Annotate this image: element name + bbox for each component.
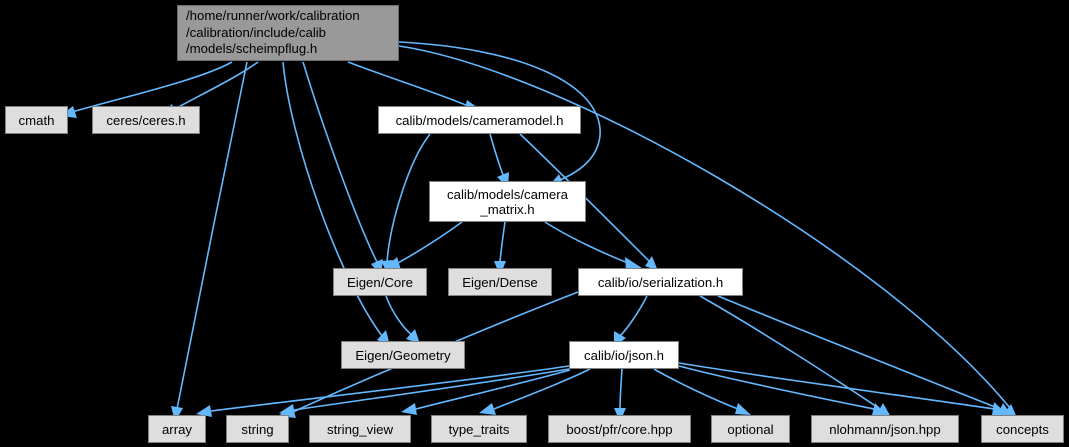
node-calib-io-serialization-h[interactable]: calib/io/serialization.h <box>578 268 743 296</box>
node-cmath[interactable]: cmath <box>5 106 68 134</box>
edge-root-eigen-core <box>302 61 383 276</box>
node-type-traits[interactable]: type_traits <box>431 415 527 443</box>
node-root-scheimpflug[interactable]: /home/runner/work/calibration /calibrati… <box>177 5 399 61</box>
edge-root-cameramodel <box>347 61 481 112</box>
node-string-view[interactable]: string_view <box>309 415 411 443</box>
edge-json-nlohmann <box>678 365 887 415</box>
edge-serialization-nlohmann <box>699 295 891 417</box>
node-concepts[interactable]: concepts <box>981 415 1064 443</box>
node-array[interactable]: array <box>148 415 206 443</box>
edge-cameramodel-serialization <box>519 133 658 271</box>
node-eigen-geometry[interactable]: Eigen/Geometry <box>341 341 465 369</box>
edge-eigen-core-eigen-geometry <box>385 295 420 344</box>
node-calib-models-cameramodel-h[interactable]: calib/models/cameramodel.h <box>378 106 581 134</box>
edge-root-eigen-geometry <box>282 61 390 346</box>
node-eigen-dense[interactable]: Eigen/Dense <box>448 268 552 296</box>
edge-serialization-json <box>614 295 648 347</box>
edge-json-string <box>279 368 570 416</box>
node-ceres-ceres-h[interactable]: ceres/ceres.h <box>92 106 200 134</box>
edge-root-concepts <box>398 45 1018 420</box>
edge-cameramodel-camera-matrix <box>489 133 509 188</box>
node-boost-pfr-core-hpp[interactable]: boost/pfr/core.hpp <box>548 415 691 443</box>
edge-json-array <box>196 365 570 417</box>
edge-cameramatrix-serialization <box>544 221 642 270</box>
node-nlohmann-json-hpp[interactable]: nlohmann/json.hpp <box>811 415 959 443</box>
node-calib-models-camera-matrix-h[interactable]: calib/models/camera _matrix.h <box>429 181 586 222</box>
edge-json-concepts <box>678 362 1008 415</box>
edge-json-type-traits <box>479 368 591 415</box>
edge-cameramatrix-eigen-core <box>385 221 463 270</box>
edge-json-optional <box>653 368 751 415</box>
node-eigen-core[interactable]: Eigen/Core <box>333 268 427 296</box>
node-calib-io-json-h[interactable]: calib/io/json.h <box>569 341 679 369</box>
edge-json-string-view <box>401 369 571 415</box>
node-string[interactable]: string <box>226 415 289 443</box>
node-optional[interactable]: optional <box>711 415 790 443</box>
edge-cameramodel-eigen-core <box>381 133 431 276</box>
